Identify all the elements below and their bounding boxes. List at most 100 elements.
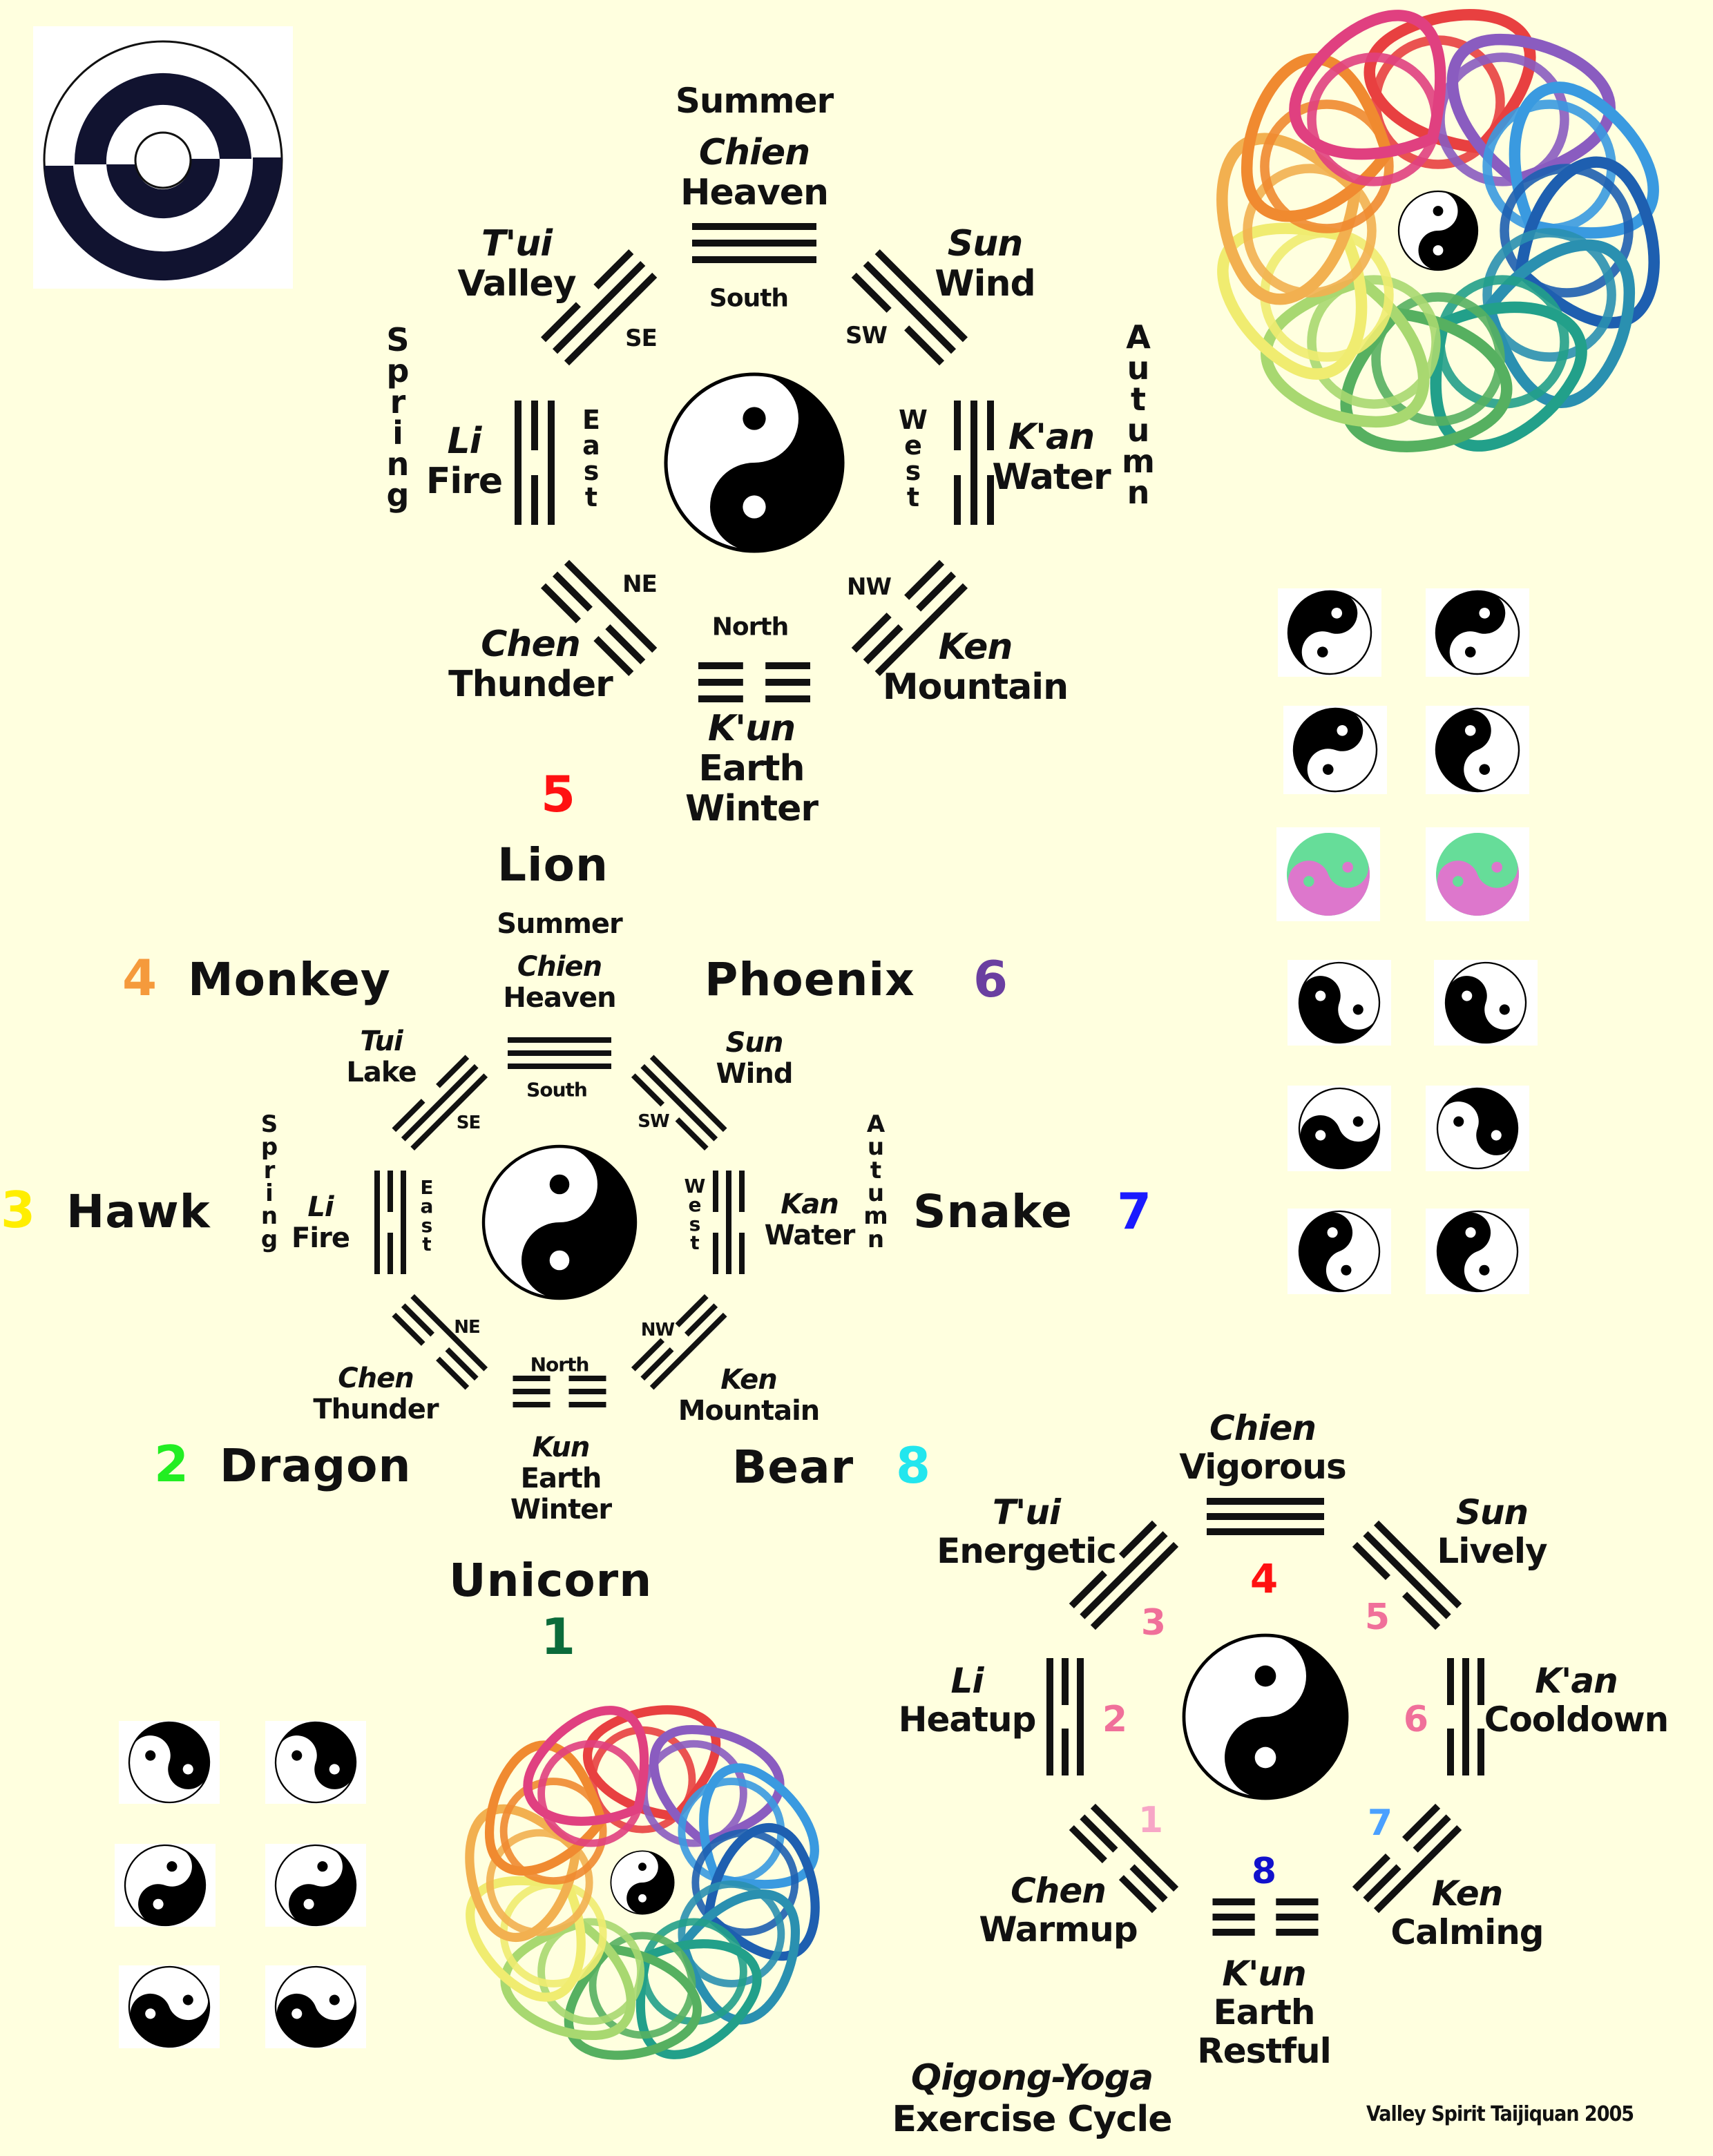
- trigram-meaning: Mountain: [882, 666, 1069, 709]
- trigram-name: Sun: [947, 223, 1024, 264]
- trigram-line-broken: [685, 1303, 718, 1337]
- trigram-meaning: Valley: [457, 263, 576, 305]
- trigram-name: Ken: [938, 626, 1013, 668]
- trigram-meaning: Lake: [346, 1056, 417, 1088]
- trigram-line-broken: [392, 1312, 425, 1346]
- trigram-line-solid: [970, 401, 977, 525]
- trigram-sun-icon: [1352, 1520, 1462, 1630]
- trigram-line-broken: [698, 679, 743, 686]
- trigram-meaning: Warmup: [979, 1909, 1138, 1950]
- trigram-line-solid: [1090, 1803, 1179, 1892]
- trigram-line-broken: [916, 571, 957, 612]
- trigram-line-solid: [1363, 1531, 1451, 1619]
- direction-south: South: [526, 1078, 588, 1101]
- cycle-step-5: 5: [1364, 1597, 1390, 1638]
- yin-yang-tile: [119, 1965, 220, 2048]
- trigram-meaning: Heatup: [898, 1700, 1037, 1740]
- trigram-line-broken: [1062, 1658, 1069, 1705]
- trigram-name: Chien: [517, 951, 602, 983]
- cycle-step-3: 3: [1140, 1602, 1167, 1644]
- trigram-line-broken: [954, 475, 961, 525]
- colored-yin-yang-icon: [1436, 833, 1519, 916]
- yin-yang-tile: [1426, 588, 1529, 677]
- trigram-ken-icon: [1352, 1803, 1462, 1914]
- animal-number-1: 1: [540, 1608, 576, 1666]
- yin-yang-icon: [274, 1721, 357, 1804]
- trigram-kan-icon: [713, 1171, 745, 1274]
- animal-snake: Snake: [913, 1185, 1073, 1238]
- trigram-line-broken: [713, 1233, 718, 1274]
- trigram-name: Chien: [1209, 1408, 1317, 1448]
- trigram-line-solid: [508, 1037, 611, 1043]
- trigram-chen-label: Chen Thunder: [448, 624, 613, 706]
- trigram-kun-icon: [513, 1376, 606, 1407]
- trigram-line-broken: [765, 695, 810, 702]
- trigram-line-broken: [863, 624, 903, 665]
- trigram-name: Kan: [781, 1188, 839, 1220]
- trigram-name: Chien: [698, 132, 810, 173]
- cycle-step-4: 4: [1250, 1555, 1279, 1602]
- trigram-line-solid: [564, 559, 658, 653]
- trigram-line-broken: [531, 401, 538, 450]
- trigram-line-solid: [552, 260, 646, 354]
- knot-loop: [523, 1706, 649, 1847]
- trigram-line-broken: [605, 624, 646, 665]
- yin-yang-icon: [1292, 707, 1378, 793]
- trigram-name: Chen: [481, 624, 580, 665]
- trigram-meaning: Earth: [520, 1462, 602, 1494]
- yin-yang-tile: [265, 1721, 366, 1804]
- trigram-kun-label: Kun Earth Winter: [510, 1432, 612, 1525]
- yin-yang-icon: [1287, 590, 1372, 675]
- trigram-line-broken: [593, 636, 634, 677]
- trigram-line-broken: [675, 1117, 709, 1151]
- trigram-kun-label: K'un Earth Restful: [1197, 1954, 1332, 2070]
- trigram-line-broken: [513, 1376, 551, 1381]
- trigram-ken-icon: [851, 559, 968, 677]
- trigram-line-broken: [904, 559, 945, 600]
- trigram-chen-icon: [1069, 1803, 1179, 1914]
- yin-yang-icon: [128, 1965, 211, 2048]
- animal-number-6: 6: [973, 950, 1008, 1008]
- yin-yang-icon: [128, 1721, 211, 1804]
- trigram-line-broken: [445, 1347, 479, 1381]
- yin-yang-icon: [610, 1850, 675, 1915]
- yin-yang-icon: [1298, 1210, 1381, 1293]
- yin-yang-icon: [1298, 1087, 1381, 1170]
- trigram-name: Tui: [360, 1026, 403, 1057]
- trigram-line-broken: [1401, 1591, 1441, 1630]
- trigram-meaning: Fire: [291, 1222, 350, 1254]
- yin-yang-tile: [1283, 706, 1387, 794]
- trigram-meaning: Thunder: [448, 664, 613, 706]
- yin-yang-icon: [1444, 961, 1527, 1044]
- trigram-name: K'an: [1008, 416, 1095, 458]
- trigram-line-broken: [631, 1073, 665, 1107]
- trigram-tui-label: T'ui Energetic: [937, 1493, 1117, 1570]
- trigram-line-solid: [401, 1171, 406, 1274]
- yin-yang-tile: [1278, 588, 1381, 677]
- trigram-name: Chen: [1011, 1871, 1107, 1911]
- yin-yang-tile: [1288, 960, 1391, 1046]
- trigram-line-broken: [1401, 1803, 1441, 1842]
- trigram-line-broken: [987, 401, 994, 450]
- trigram-line-broken: [987, 475, 994, 525]
- knot-loop: [1289, 10, 1446, 186]
- celtic-knot-yin-yang-icon: [1216, 9, 1660, 452]
- trigram-line-solid: [1373, 1520, 1462, 1609]
- direction-sw: SW: [845, 322, 888, 349]
- trigram-meaning: Water: [764, 1219, 856, 1251]
- yin-yang-icon: [1182, 1633, 1349, 1800]
- colored-yin-yang-tile: [1276, 827, 1380, 921]
- trigram-line-solid: [1207, 1528, 1324, 1535]
- trigram-chien-icon: [692, 223, 816, 263]
- trigram-line-broken: [739, 1171, 745, 1212]
- yin-yang-icon: [1298, 961, 1381, 1044]
- trigram-sun-label: Sun Wind: [716, 1028, 794, 1090]
- trigram-line-broken: [1352, 1541, 1391, 1581]
- trigram-name: K'un: [707, 708, 796, 749]
- yin-yang-tile: [115, 1844, 216, 1927]
- yin-yang-icon: [1435, 707, 1520, 793]
- trigram-sun-icon: [631, 1055, 727, 1151]
